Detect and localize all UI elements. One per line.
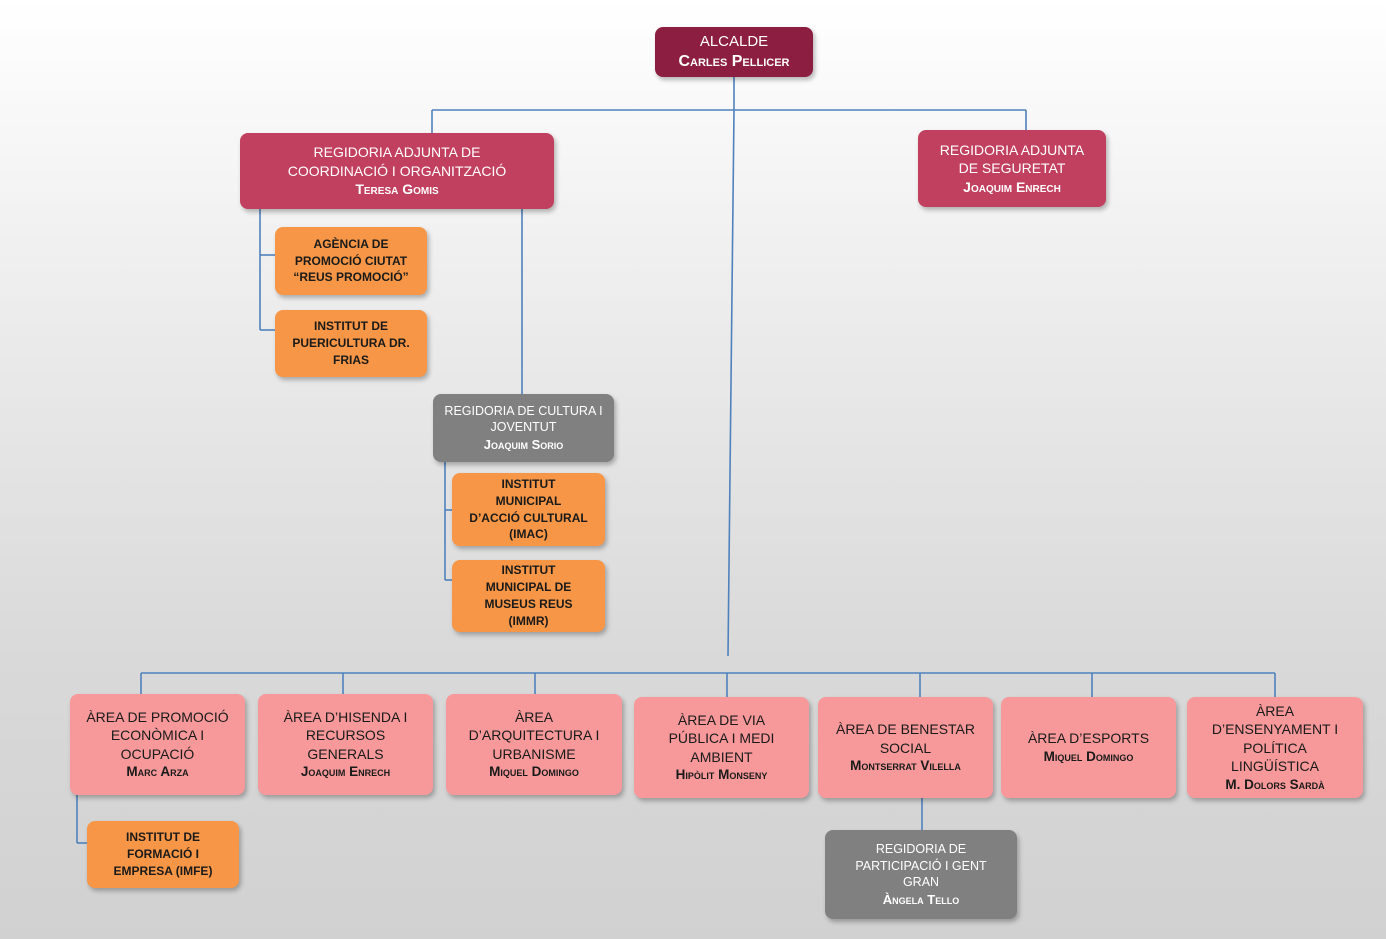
area-name: Miquel Domingo: [1043, 748, 1134, 764]
area-finance-box: ÀREA D’HISENDA I RECURSOS GENERALS Joaqu…: [258, 694, 433, 795]
area-public-way-box: ÀREA DE VIA PÚBLICA I MEDI AMBIENT Hipòl…: [634, 697, 809, 798]
role-line: PÚBLICA I MEDI: [668, 730, 775, 747]
area-name: Hipòlit Monseny: [675, 767, 768, 783]
role-line: ÀREA DE BENESTAR: [835, 721, 975, 738]
entity-line: PUERICULTURA DR.: [292, 336, 410, 351]
entity-line: INSTITUT DE: [126, 830, 200, 845]
mayor-box: ALCALDE Carles Pellicer: [655, 27, 813, 77]
area-architecture-box: ÀREA D’ARQUITECTURA I URBANISME Miquel D…: [446, 694, 622, 795]
role-line: REGIDORIA DE CULTURA I: [444, 403, 603, 418]
role-line: RECURSOS: [305, 727, 386, 744]
role-line: GRAN: [902, 875, 940, 890]
entity-line: MUNICIPAL: [495, 493, 562, 508]
role-line: ÀREA: [514, 708, 554, 725]
deputy-coordination-box: REGIDORIA ADJUNTA DE COORDINACIÓ I ORGAN…: [240, 133, 554, 209]
area-social-welfare-box: ÀREA DE BENESTAR SOCIAL Montserrat Vilel…: [818, 697, 993, 798]
promotion-agency-box: AGÈNCIA DE PROMOCIÓ CIUTAT “REUS PROMOCI…: [275, 227, 427, 295]
role-line: SOCIAL: [879, 739, 932, 756]
imac-box: INSTITUT MUNICIPAL D’ACCIÓ CULTURAL (IMA…: [452, 473, 605, 546]
area-education-box: ÀREA D’ENSENYAMENT I POLÍTICA LINGÜÍSTIC…: [1187, 697, 1363, 798]
deputy-security-box: REGIDORIA ADJUNTA DE SEGURETAT Joaquim E…: [918, 130, 1106, 207]
imfe-box: INSTITUT DE FORMACIÓ I EMPRESA (IMFE): [87, 821, 239, 888]
role-line: ÀREA DE PROMOCIÓ: [86, 708, 229, 725]
role-line: GENERALS: [307, 745, 384, 762]
role-line: URBANISME: [492, 745, 576, 762]
entity-line: PROMOCIÓ CIUTAT: [294, 253, 408, 268]
role-line: ÀREA: [1255, 702, 1295, 719]
entity-line: INSTITUT: [501, 563, 556, 578]
participation-name: Àngela Tello: [882, 891, 960, 907]
role-line: DE SEGURETAT: [958, 160, 1066, 177]
area-name: Montserrat Vilella: [850, 758, 961, 774]
immr-box: INSTITUT MUNICIPAL DE MUSEUS REUS (IMMR): [452, 560, 605, 632]
participation-box: REGIDORIA DE PARTICIPACIÓ I GENT GRAN Àn…: [825, 830, 1017, 919]
role-line: AMBIENT: [690, 748, 753, 765]
role-line: REGIDORIA ADJUNTA: [939, 141, 1085, 158]
role-line: LINGÜÍSTICA: [1231, 758, 1319, 775]
entity-line: (IMMR): [508, 613, 549, 628]
entity-line: AGÈNCIA DE: [313, 236, 389, 251]
role-line: COORDINACIÓ I ORGANITZACIÓ: [287, 162, 507, 179]
entity-line: FORMACIÓ I: [127, 847, 199, 862]
childcare-institute-box: INSTITUT DE PUERICULTURA DR. FRIAS: [275, 310, 427, 377]
role-line: OCUPACIÓ: [120, 745, 195, 762]
area-sports-box: ÀREA D’ESPORTS Miquel Domingo: [1001, 697, 1176, 798]
role-line: JOVENTUT: [490, 420, 557, 435]
entity-line: (IMAC): [509, 527, 548, 542]
role-line: ÀREA D’HISENDA I: [283, 708, 408, 725]
entity-line: MUNICIPAL DE: [485, 580, 572, 595]
role-line: PARTICIPACIÓ I GENT: [855, 858, 987, 873]
entity-line: INSTITUT: [501, 476, 556, 491]
role-line: REGIDORIA DE: [875, 842, 967, 857]
role-line: D’ARQUITECTURA I: [468, 727, 600, 744]
role-line: POLÍTICA: [1243, 739, 1307, 756]
deputy-security-name: Joaquim Enrech: [963, 178, 1061, 195]
mayor-role: ALCALDE: [699, 32, 769, 50]
culture-youth-box: REGIDORIA DE CULTURA I JOVENTUT Joaquim …: [433, 394, 614, 462]
area-name: Miquel Domingo: [489, 764, 579, 780]
culture-youth-name: Joaquim Sorio: [483, 436, 564, 452]
role-line: D’ENSENYAMENT I: [1211, 721, 1339, 738]
role-line: REGIDORIA ADJUNTA DE: [313, 144, 481, 161]
role-line: ÀREA DE VIA: [677, 711, 766, 728]
entity-line: FRIAS: [333, 352, 369, 367]
role-line: ECONÒMICA I: [110, 727, 205, 744]
area-name: M. Dolors Sardà: [1225, 776, 1325, 792]
mayor-name: Carles Pellicer: [678, 53, 790, 71]
area-name: Marc Arza: [126, 764, 189, 780]
deputy-coordination-name: Teresa Gomis: [355, 181, 439, 198]
entity-line: “REUS PROMOCIÓ”: [293, 270, 409, 285]
entity-line: EMPRESA (IMFE): [113, 863, 213, 878]
area-economic-promotion-box: ÀREA DE PROMOCIÓ ECONÒMICA I OCUPACIÓ Ma…: [70, 694, 245, 795]
entity-line: INSTITUT DE: [314, 319, 388, 334]
area-name: Joaquim Enrech: [300, 764, 391, 780]
entity-line: D’ACCIÓ CULTURAL: [469, 510, 588, 525]
role-line: ÀREA D’ESPORTS: [1027, 730, 1150, 747]
entity-line: MUSEUS REUS: [484, 597, 573, 611]
